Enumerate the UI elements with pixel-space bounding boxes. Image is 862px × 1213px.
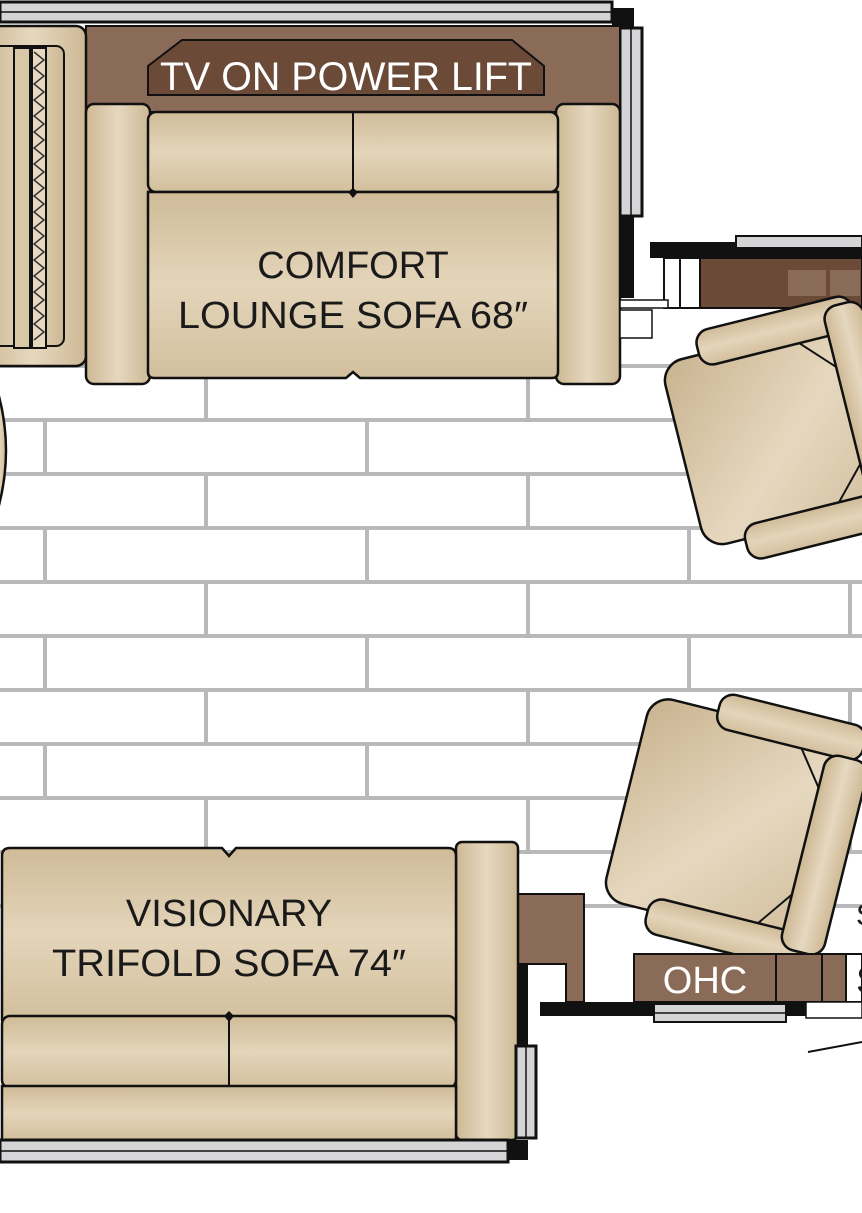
end-table [517,893,585,1054]
ohc-cabinet: OHC S S [633,899,862,1003]
left-recliner-partial [0,24,88,507]
comfort-sofa-label-line2: LOUNGE SOFA 68″ [178,295,528,337]
comfort-lounge-sofa: COMFORT LOUNGE SOFA 68″ [84,102,622,386]
tv-lift-label: TV ON POWER LIFT [160,55,532,99]
trifold-sofa-label-line2: TRIFOLD SOFA 74″ [52,943,406,985]
side-window-upper [618,26,644,298]
top-wall-window [0,0,634,30]
lower-right-wall [540,1001,862,1053]
trifold-sofa-label-line1: VISIONARY [126,893,332,935]
visionary-trifold-sofa: VISIONARY TRIFOLD SOFA 74″ [0,840,520,1142]
edge-letter-label-upper: S [856,899,862,932]
tv-cabinet: TV ON POWER LIFT [85,25,621,113]
lower-recliner [604,693,862,969]
comfort-sofa-label-line1: COMFORT [257,245,448,287]
upper-right-cabinet [619,235,862,339]
bottom-wall-window [0,1138,528,1164]
side-window-lower [514,1044,538,1140]
upper-recliner [663,295,862,560]
ohc-label: OHC [663,960,747,1002]
edge-letter-label: S [856,960,862,1002]
